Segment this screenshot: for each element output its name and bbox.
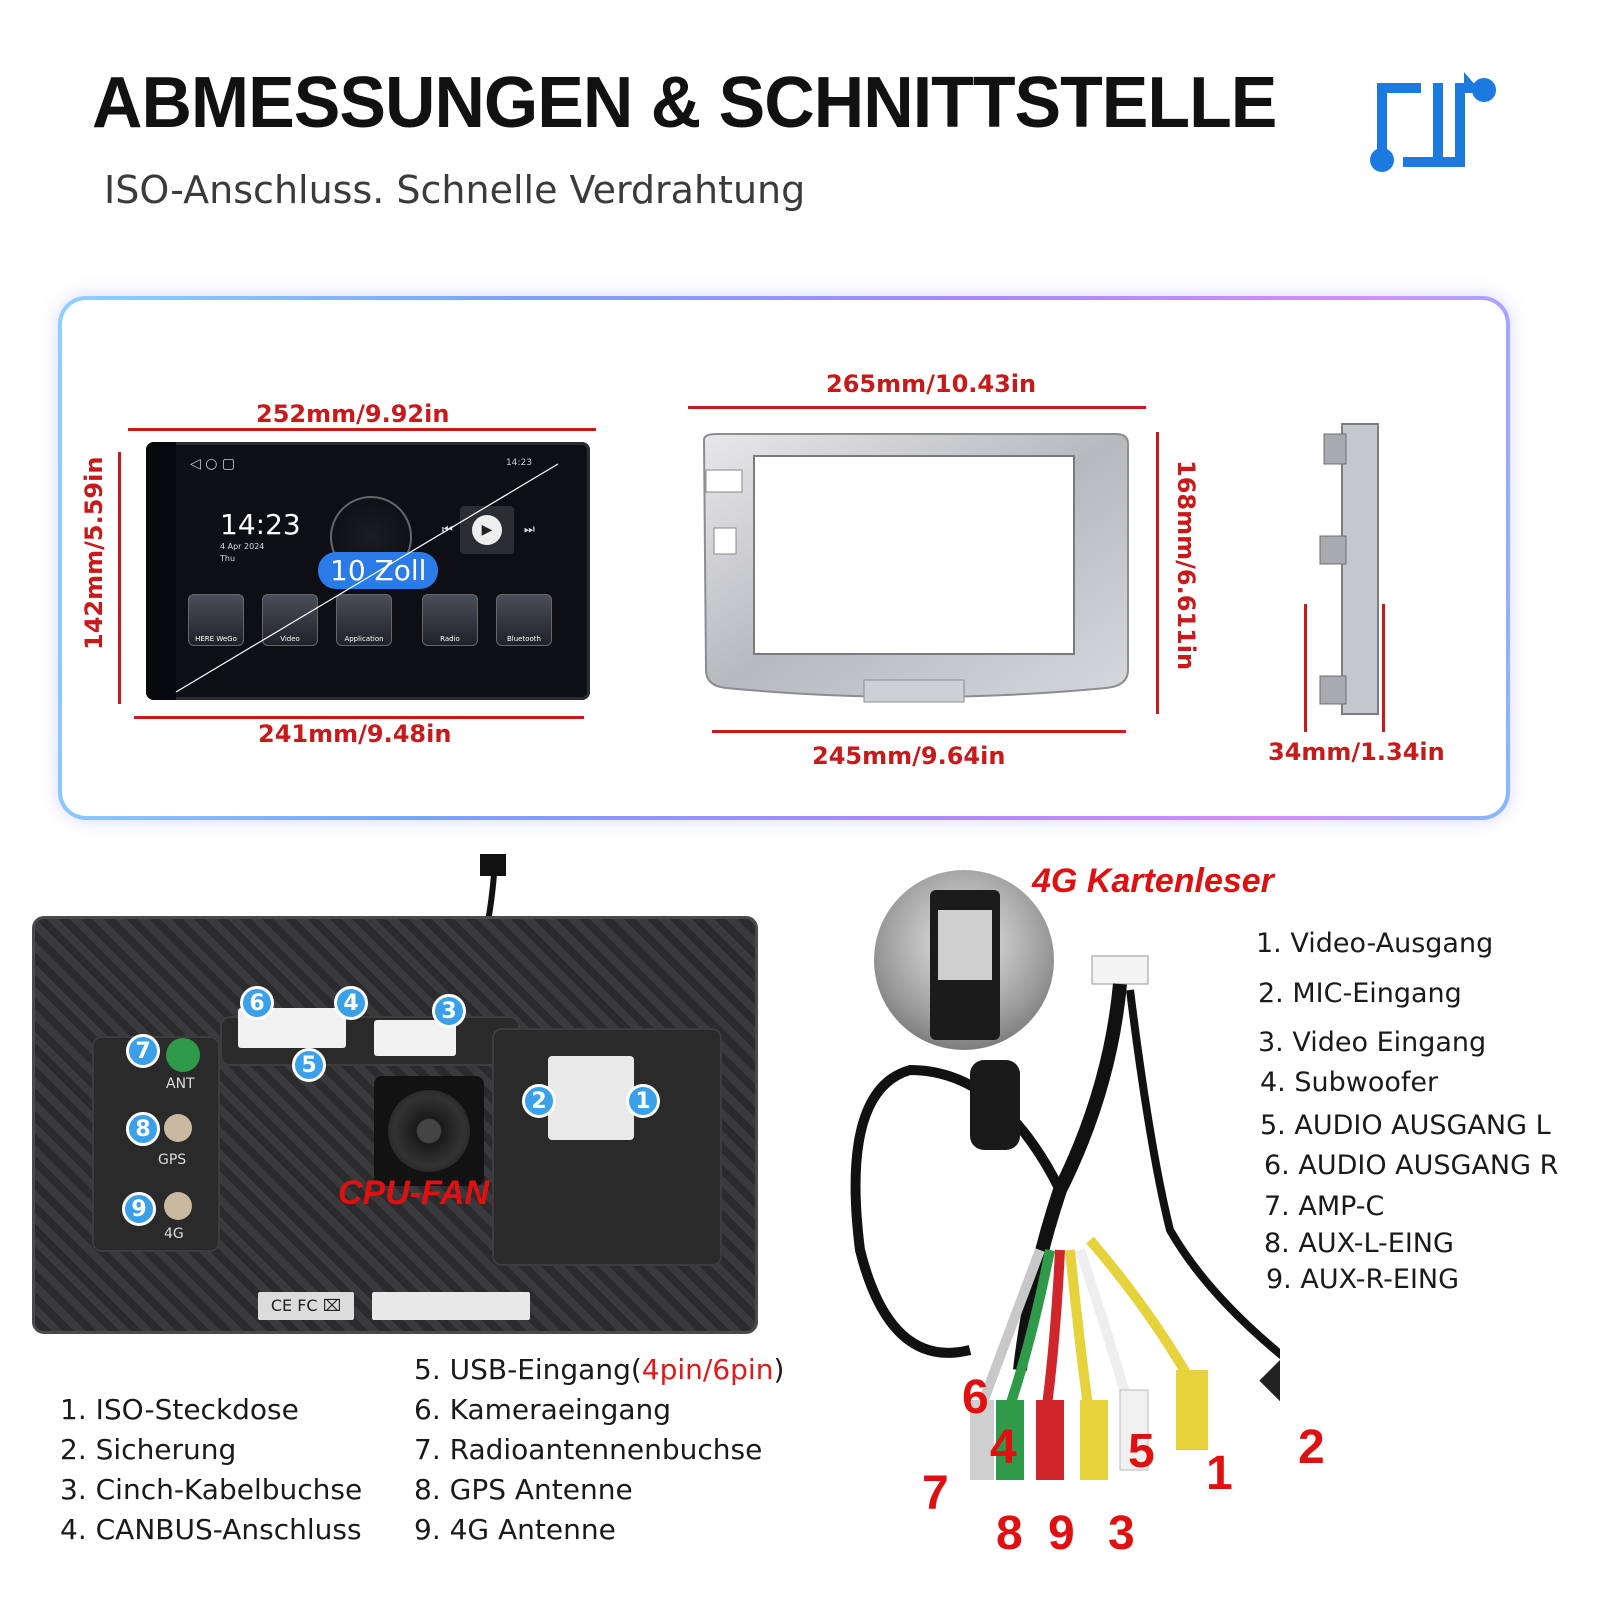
nav-buttons: ◁ ○ ▢ [190, 456, 236, 472]
sim-tray [938, 910, 992, 980]
frame-height-label: 168mm/6.611in [1172, 460, 1200, 671]
list-item: 8. GPS Antenne [414, 1473, 633, 1506]
page-subtitle: ISO-Anschluss. Schnelle Verdrahtung [104, 168, 806, 212]
cable-list-item: 4. Subwoofer [1260, 1067, 1439, 1098]
list-item: 4. CANBUS-Anschluss [60, 1513, 362, 1546]
frame-width-top-label: 265mm/10.43in [826, 370, 1037, 398]
depth-label: 34mm/1.34in [1268, 738, 1445, 766]
gps-jack [164, 1114, 192, 1142]
interface-connector-icon [1370, 72, 1496, 172]
sim-slot [930, 890, 1000, 1040]
cable-list-item: 3. Video Eingang [1258, 1027, 1487, 1058]
media-widget: ▶ [460, 506, 514, 554]
unit-back-photo: ANT GPS 4G CPU-FAN CE FC ⌧ 1 2 3 4 5 6 7… [32, 916, 758, 1334]
cable-number-9: 9 [1048, 1507, 1075, 1560]
interface-list-left: 1. ISO-Steckdose 2. Sicherung 3. Cinch-K… [60, 1390, 362, 1550]
badge-9: 9 [122, 1192, 156, 1226]
badge-5: 5 [292, 1048, 326, 1082]
4g-jack [164, 1192, 192, 1220]
cable-number-4: 4 [990, 1421, 1017, 1474]
screen-width-top-label: 252mm/9.92in [256, 400, 450, 428]
cpu-fan [374, 1076, 484, 1186]
cable-list-item: 6. AUDIO AUSGANG R [1264, 1150, 1559, 1181]
dim-line [1382, 604, 1385, 732]
gps-label: GPS [158, 1152, 187, 1168]
head-unit-screen: ◁ ○ ▢ 14:23 14:23 4 Apr 2024 Thu ▶ ⏮ ⏭ 1… [146, 442, 590, 700]
badge-1: 1 [626, 1084, 660, 1118]
cable-number-5: 5 [1128, 1425, 1155, 1478]
cable-number-6: 6 [962, 1371, 989, 1424]
cable-list-item: 9. AUX-R-EING [1266, 1264, 1460, 1295]
app-bluetooth[interactable]: Bluetooth [496, 594, 552, 646]
cable-number-3: 3 [1108, 1507, 1135, 1560]
status-time: 14:23 [506, 458, 532, 468]
size-badge: 10 Zoll [318, 552, 439, 589]
clock-date: 4 Apr 2024 [220, 542, 265, 551]
play-icon[interactable]: ▶ [472, 515, 502, 545]
clock-time: 14:23 [220, 508, 301, 541]
cable-harness [850, 955, 1280, 1480]
dim-line [688, 406, 1146, 409]
diagonal-line [175, 463, 559, 693]
card-reader-label: 4G Kartenleser [1032, 862, 1274, 900]
clock-day: Thu [220, 554, 236, 563]
next-icon[interactable]: ⏭ [524, 522, 535, 536]
mounting-frame [702, 433, 1129, 703]
prev-icon[interactable]: ⏮ [442, 522, 453, 536]
list-item: 5. USB-Eingang(4pin/6pin) [414, 1353, 785, 1386]
screen-width-bottom-label: 241mm/9.48in [258, 720, 452, 748]
app-video[interactable]: Video [262, 594, 318, 646]
barcode-sticker [372, 1292, 530, 1320]
interface-list-middle: 5. USB-Eingang(4pin/6pin) 6. Kameraeinga… [414, 1350, 784, 1550]
dim-line [128, 428, 596, 431]
page-title: ABMESSUNGEN & SCHNITTSTELLE [92, 63, 1277, 143]
list-item: 9. 4G Antenne [414, 1513, 616, 1546]
dim-line [118, 452, 121, 704]
badge-2: 2 [522, 1084, 556, 1118]
app-application[interactable]: Application [336, 594, 392, 646]
cert-label: CE FC ⌧ [258, 1292, 354, 1320]
frame-side-profile [1319, 423, 1379, 715]
list-item: 3. Cinch-Kabelbuchse [60, 1473, 363, 1506]
dim-line [712, 730, 1126, 733]
antenna-panel [92, 1036, 220, 1252]
4g-label: 4G [164, 1226, 184, 1242]
list-item: 7. Radioantennenbuchse [414, 1433, 763, 1466]
cable-number-7: 7 [922, 1467, 949, 1520]
dim-line [134, 716, 584, 719]
badge-6: 6 [240, 986, 274, 1020]
cable-list-item: 1. Video-Ausgang [1256, 928, 1494, 959]
screen-height-label: 142mm/5.59in [80, 456, 108, 650]
ant-label: ANT [166, 1076, 195, 1092]
badge-3: 3 [432, 994, 466, 1028]
card-reader-photo [874, 870, 1054, 1050]
usb-pin-note: 4pin/6pin [641, 1353, 774, 1386]
cable-list-item: 2. MIC-Eingang [1258, 978, 1462, 1009]
ant-jack [166, 1038, 200, 1072]
app-radio[interactable]: Radio [422, 594, 478, 646]
list-item: 6. Kameraeingang [414, 1393, 672, 1426]
app-here-wego[interactable]: HERE WeGo [188, 594, 244, 646]
frame-width-bottom-label: 245mm/9.64in [812, 742, 1006, 770]
cable-number-1: 1 [1206, 1447, 1233, 1500]
badge-4: 4 [334, 986, 368, 1020]
cpu-fan-label: CPU-FAN [338, 1174, 490, 1212]
cable-list-item: 5. AUDIO AUSGANG L [1260, 1110, 1551, 1141]
dim-line [1304, 604, 1307, 732]
badge-7: 7 [126, 1034, 160, 1068]
fan-icon [388, 1090, 470, 1172]
dim-line [1156, 432, 1159, 714]
list-item: 2. Sicherung [60, 1433, 237, 1466]
cable-list-item: 7. AMP-C [1264, 1191, 1385, 1222]
list-item: 1. ISO-Steckdose [60, 1393, 299, 1426]
iso-socket [548, 1056, 634, 1140]
cable-list-item: 8. AUX-L-EING [1264, 1228, 1454, 1259]
badge-8: 8 [126, 1112, 160, 1146]
nav-rail [146, 442, 176, 700]
cable-number-2: 2 [1298, 1421, 1325, 1474]
cable-number-8: 8 [996, 1507, 1023, 1560]
